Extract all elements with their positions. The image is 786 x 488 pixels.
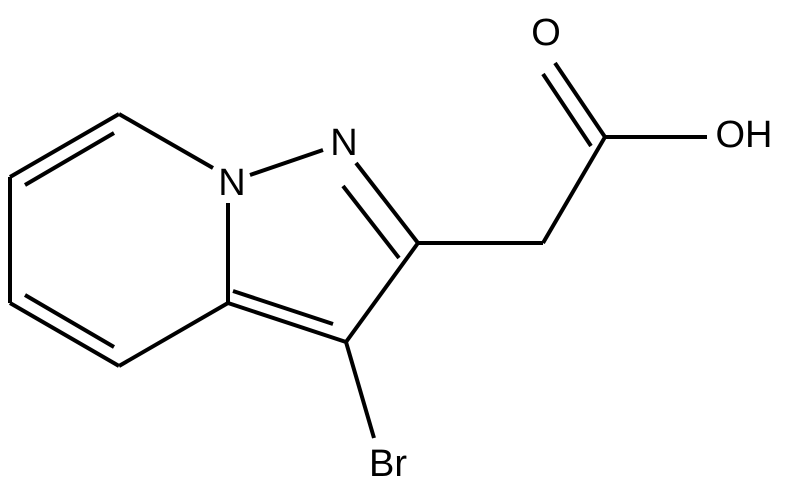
bond-c6-c7-inner — [23, 293, 116, 349]
bond-n1-n2 — [249, 148, 324, 177]
bond-c3-c3a — [227, 301, 347, 344]
bond-c-o-double-1 — [553, 61, 607, 139]
atom-o-carbonyl: O — [531, 12, 561, 54]
bond-n1-c4 — [118, 112, 214, 170]
atom-n-bridge: N — [218, 162, 245, 204]
atom-oh: OH — [716, 114, 773, 156]
bond-c4-c5-inner — [23, 131, 116, 187]
atom-n-pyrazole: N — [330, 122, 357, 164]
substituents — [344, 61, 707, 439]
atom-br: Br — [369, 443, 407, 485]
pyrazole-ring — [227, 148, 420, 344]
bond-ch2-cooh — [541, 135, 607, 245]
bond-n2-c2 — [354, 161, 420, 245]
atom-labels: N N O OH Br — [218, 12, 772, 485]
bond-c3-br — [344, 341, 376, 439]
bond-c3-c3a-inner — [232, 289, 334, 326]
bond-c7-c7a — [117, 301, 230, 368]
bond-c2-c3 — [344, 241, 420, 344]
bond-c4-c5 — [8, 112, 121, 179]
bond-c-o-double-2 — [541, 72, 593, 148]
bond-c6-c7 — [8, 301, 121, 368]
bond-n2-c2-inner — [341, 184, 401, 260]
pyridine-ring — [8, 112, 230, 368]
